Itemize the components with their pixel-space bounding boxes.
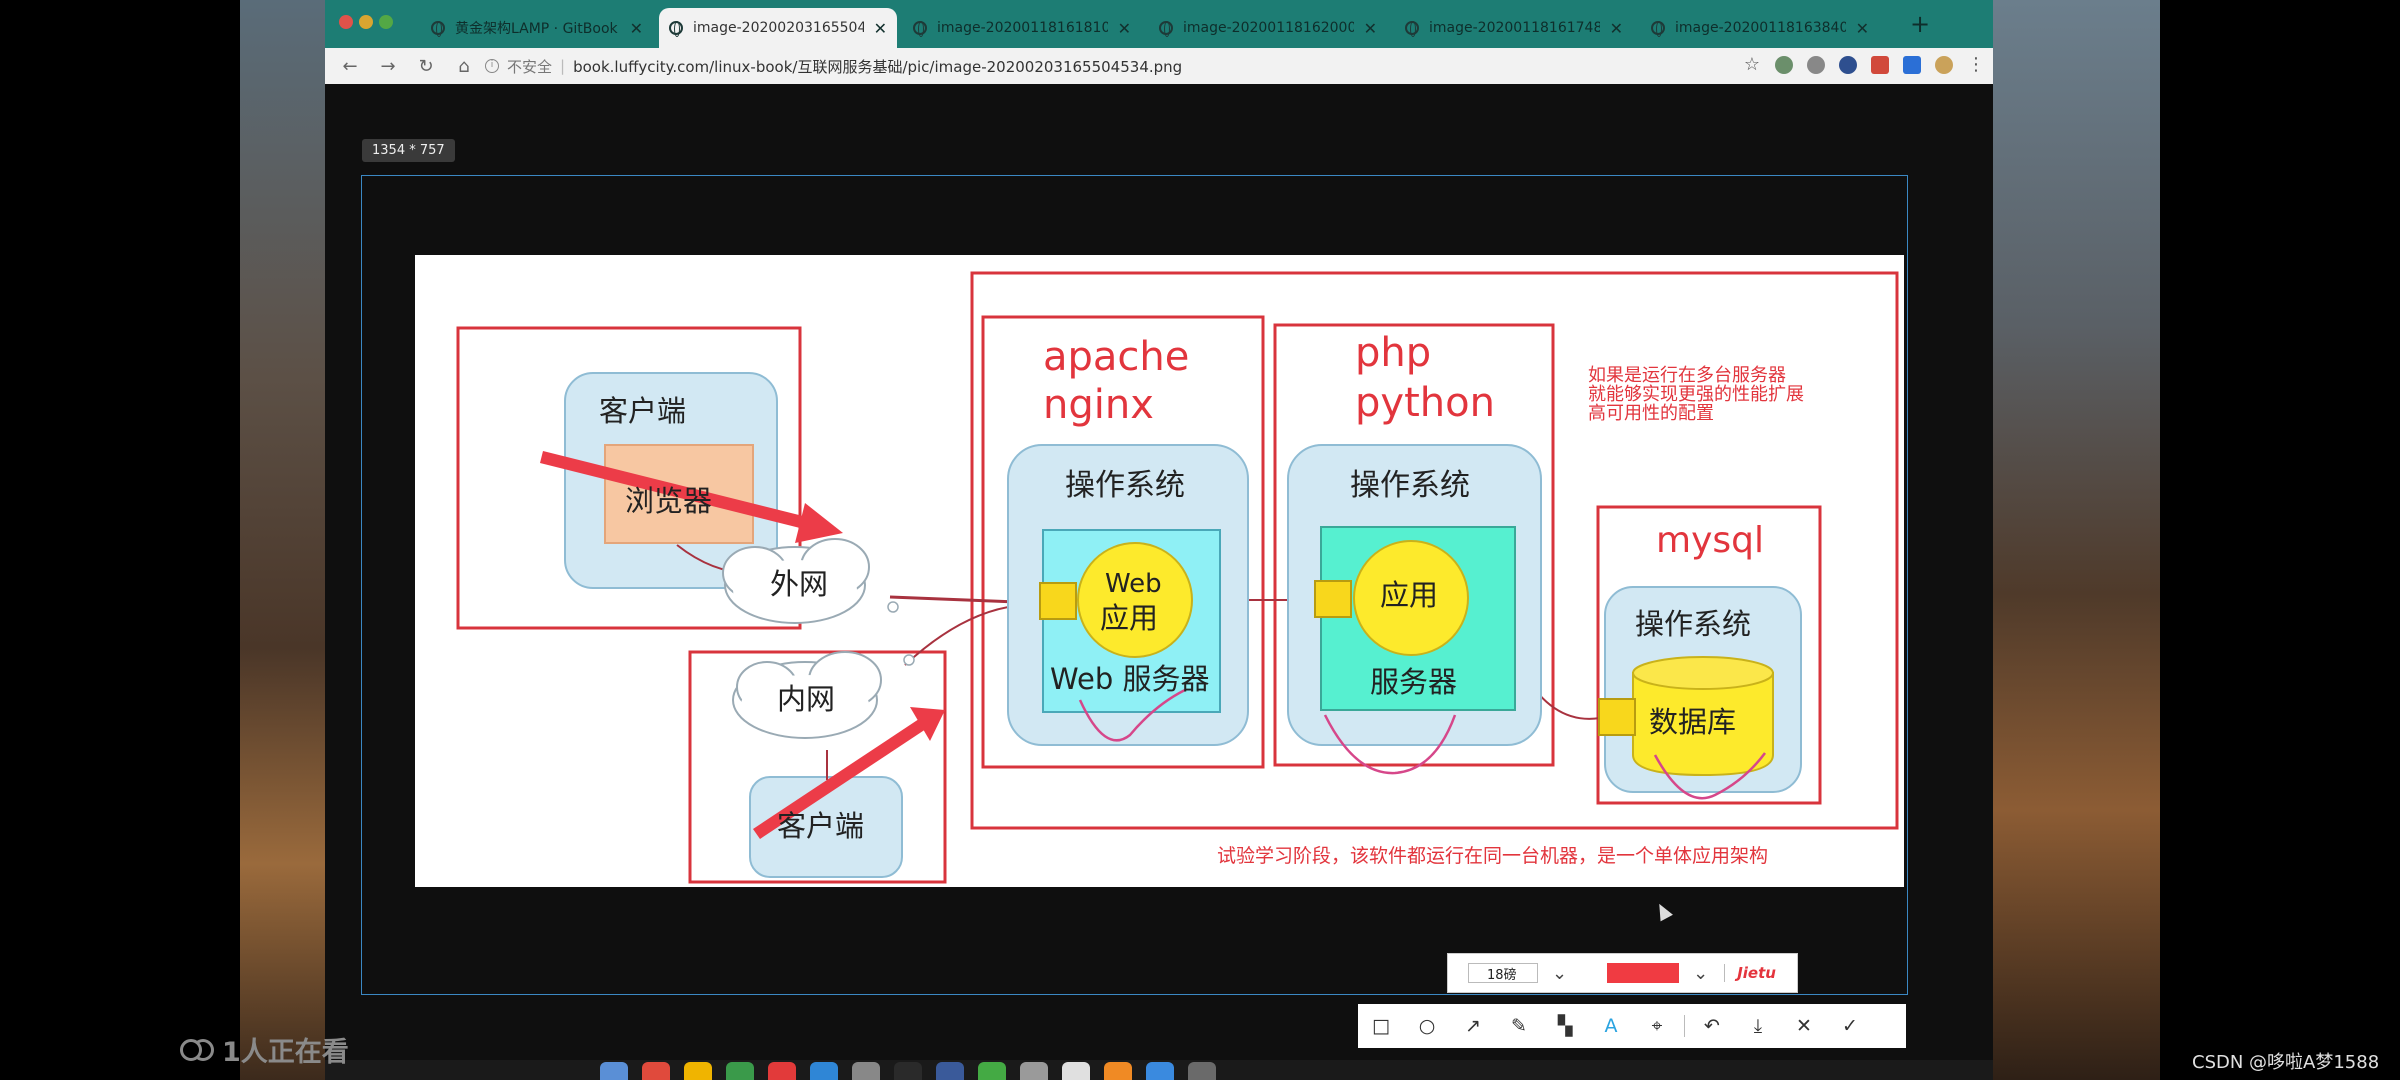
app-port (1315, 581, 1351, 617)
url-text: book.luffycity.com/linux-book/互联网服务基础/pi… (573, 56, 1182, 77)
jietu-logo: Jietu (1724, 964, 1776, 982)
web-app-label-1: Web (1105, 571, 1162, 597)
globe-icon (669, 21, 683, 35)
client-top-label: 客户端 (599, 397, 686, 426)
color-swatch[interactable] (1607, 963, 1679, 983)
maximize-window-icon[interactable] (379, 15, 393, 29)
external-net-label: 外网 (770, 570, 828, 599)
db-title: mysql (1656, 523, 1764, 559)
tab-image-3[interactable]: image-20200118162000343.png ✕ (1149, 8, 1387, 48)
web-app-label-2: 应用 (1100, 604, 1158, 633)
cancel-icon[interactable]: ✕ (1781, 1004, 1827, 1048)
annotation-tools-bar: □ ○ ↗ ✎ ▚ A ⌖ ↶ ⤓ ✕ ✓ (1358, 1004, 1906, 1048)
annotation-options-bar: 18磅 ⌄ ⌄ Jietu (1447, 953, 1798, 993)
home-icon[interactable]: ⌂ (445, 56, 483, 77)
profile-avatar[interactable] (1935, 56, 1953, 74)
new-tab-button[interactable]: + (1910, 10, 1930, 38)
globe-icon (913, 21, 927, 35)
browser-menu-icon[interactable]: ⋮ (1967, 56, 1985, 74)
back-arrow-icon[interactable]: ← (331, 56, 369, 77)
close-tab-icon[interactable]: ✕ (1610, 19, 1623, 38)
font-size-select[interactable]: 18磅 (1468, 963, 1538, 983)
web-app-circle (1078, 543, 1192, 657)
background-right (1993, 0, 2160, 1080)
note-multi-line-1: 如果是运行在多台服务器 (1588, 367, 1786, 385)
close-window-icon[interactable] (339, 15, 353, 29)
globe-icon (1159, 21, 1173, 35)
close-tab-icon[interactable]: ✕ (630, 19, 643, 38)
capture-dimensions: 1354 * 757 (362, 139, 455, 162)
confirm-icon[interactable]: ✓ (1827, 1004, 1873, 1048)
tab-gitbook[interactable]: 黄金架构LAMP · GitBook ✕ (421, 8, 653, 48)
extension-icon-2[interactable] (1807, 56, 1825, 74)
close-tab-icon[interactable]: ✕ (1856, 19, 1869, 38)
background-left (240, 0, 325, 1080)
toolbar-divider (1684, 1015, 1685, 1037)
rectangle-tool-icon[interactable]: □ (1358, 1004, 1404, 1048)
app-title-python: python (1355, 383, 1495, 423)
arrow-tool-icon[interactable]: ↗ (1450, 1004, 1496, 1048)
tab-image-5[interactable]: image-20200118163840289.png ✕ (1641, 8, 1879, 48)
address-bar[interactable]: i 不安全 | book.luffycity.com/linux-book/互联… (485, 52, 1825, 80)
extension-icons: ☆ ⋮ (1743, 56, 1985, 74)
app-app-label: 应用 (1380, 581, 1438, 610)
globe-icon (1405, 21, 1419, 35)
db-name-label: 数据库 (1649, 708, 1736, 737)
live-viewers-label: 1人正在看 (222, 1030, 349, 1069)
forward-arrow-icon[interactable]: → (369, 56, 407, 77)
extension-icon-4[interactable] (1871, 56, 1889, 74)
web-title-nginx: nginx (1043, 385, 1154, 425)
close-tab-icon[interactable]: ✕ (1118, 19, 1131, 38)
info-icon[interactable]: i (485, 59, 499, 73)
viewers-icon (178, 1037, 212, 1063)
db-port (1599, 699, 1635, 735)
browser-label: 浏览器 (625, 487, 712, 516)
minimize-window-icon[interactable] (359, 15, 373, 29)
db-os-label: 操作系统 (1635, 610, 1751, 639)
text-tool-icon[interactable]: A (1588, 1004, 1634, 1048)
client-bottom-label: 客户端 (777, 812, 864, 841)
pencil-tool-icon[interactable]: ✎ (1496, 1004, 1542, 1048)
mac-dock (600, 1062, 1500, 1080)
web-server-label: Web 服务器 (1050, 665, 1209, 694)
download-icon[interactable]: ⤓ (1735, 1004, 1781, 1048)
close-tab-icon[interactable]: ✕ (874, 19, 887, 38)
mosaic-tool-icon[interactable]: ▚ (1542, 1004, 1588, 1048)
web-title-apache: apache (1043, 337, 1189, 377)
note-multi-line-3: 高可用性的配置 (1588, 405, 1714, 423)
tab-bar: 黄金架构LAMP · GitBook ✕ image-2020020316550… (325, 0, 1993, 48)
chevron-down-icon[interactable]: ⌄ (1693, 963, 1708, 984)
live-viewers: 1人正在看 (178, 1030, 349, 1069)
app-os-label: 操作系统 (1350, 471, 1470, 501)
extension-icon-3[interactable] (1839, 56, 1857, 74)
close-tab-icon[interactable]: ✕ (1364, 19, 1377, 38)
browser-toolbar: ← → ↻ ⌂ i 不安全 | book.luffycity.com/linux… (325, 48, 1993, 84)
note-multi-line-2: 就能够实现更强的性能扩展 (1588, 386, 1804, 404)
extension-icon-1[interactable] (1775, 56, 1793, 74)
reload-icon[interactable]: ↻ (407, 56, 445, 77)
ellipse-tool-icon[interactable]: ○ (1404, 1004, 1450, 1048)
undo-icon[interactable]: ↶ (1689, 1004, 1735, 1048)
tab-image-4[interactable]: image-20200118161748267.png ✕ (1395, 8, 1633, 48)
address-separator: | (560, 57, 565, 75)
security-warning: 不安全 (507, 56, 552, 77)
app-title-php: php (1355, 333, 1431, 373)
csdn-watermark: CSDN @哆啦A梦1588 (2192, 1048, 2379, 1074)
globe-icon (1651, 21, 1665, 35)
architecture-diagram: 客户端 浏览器 外网 内网 客户端 apache nginx 操作系统 Web … (415, 255, 1904, 887)
globe-icon (431, 21, 445, 35)
extension-icon-5[interactable] (1903, 56, 1921, 74)
tab-image-2[interactable]: image-20200118161810191.png ✕ (903, 8, 1141, 48)
web-port (1040, 583, 1076, 619)
tab-image-active[interactable]: image-20200203165504534.png ✕ (659, 8, 897, 48)
chevron-down-icon[interactable]: ⌄ (1552, 963, 1567, 984)
app-server-label: 服务器 (1370, 668, 1457, 697)
note-single-machine: 试验学习阶段，该软件都运行在同一台机器，是一个单体应用架构 (1217, 847, 1768, 866)
internal-net-label: 内网 (777, 685, 835, 714)
bookmark-star-icon[interactable]: ☆ (1743, 56, 1761, 74)
web-os-label: 操作系统 (1065, 471, 1185, 501)
tag-tool-icon[interactable]: ⌖ (1634, 1004, 1680, 1048)
